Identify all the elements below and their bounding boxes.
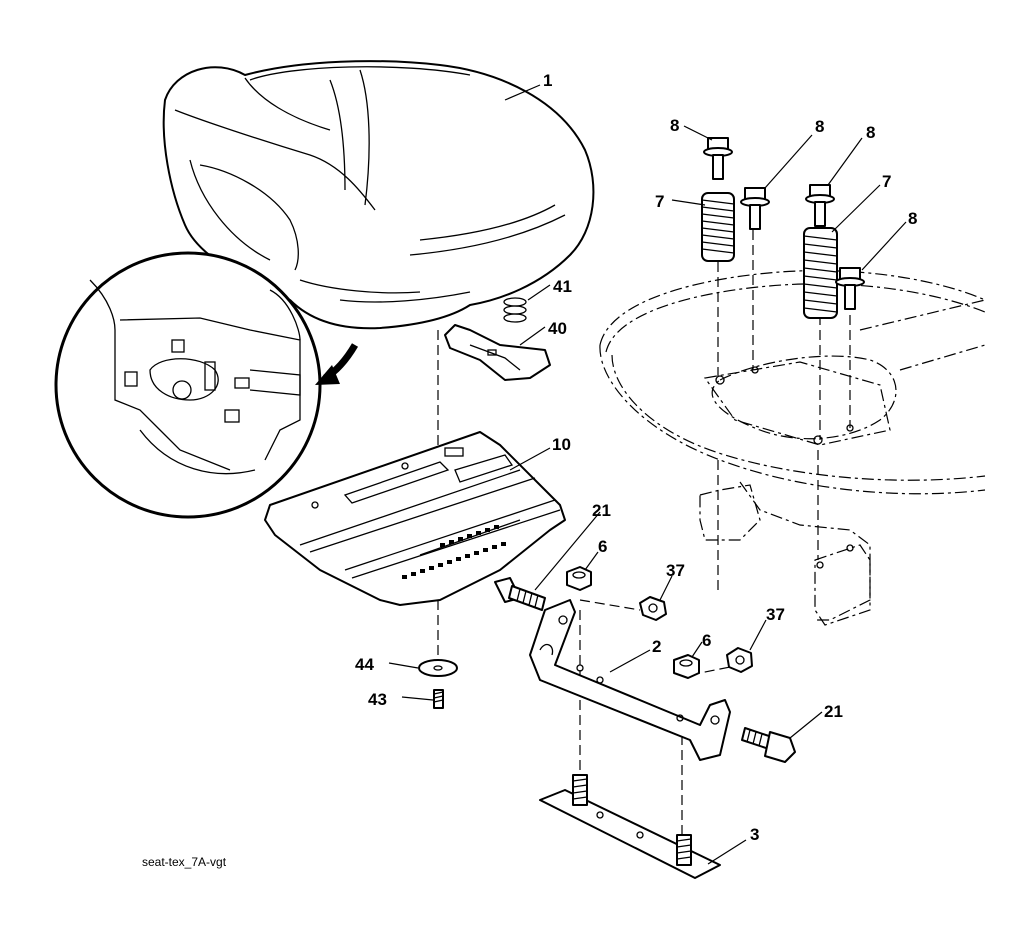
callout-37-a: 37 bbox=[666, 561, 685, 580]
callout-7-a: 7 bbox=[655, 192, 664, 211]
bolt-part-21-right bbox=[741, 727, 796, 763]
callout-40: 40 bbox=[548, 319, 567, 338]
bolt-part-8-c bbox=[805, 184, 835, 227]
callout-6-b: 6 bbox=[702, 631, 711, 650]
callout-44: 44 bbox=[355, 655, 374, 674]
nut-part-6-upper bbox=[566, 566, 592, 591]
callout-7-b: 7 bbox=[882, 172, 891, 191]
bolt-part-21-left bbox=[494, 577, 546, 611]
nut-part-6-lower bbox=[673, 654, 700, 679]
leader-lines bbox=[388, 84, 907, 865]
callout-3: 3 bbox=[750, 825, 759, 844]
figure-caption: seat-tex_7A-vgt bbox=[142, 855, 227, 869]
callout-labels: 1 8 8 8 8 7 7 41 40 10 21 6 37 2 6 37 21… bbox=[355, 71, 917, 844]
spring-part-7-right bbox=[803, 227, 838, 319]
spring-part-41 bbox=[503, 297, 527, 323]
clip-part-40 bbox=[444, 324, 551, 381]
frame-outline bbox=[599, 270, 986, 626]
bolt-part-8-b bbox=[740, 187, 770, 230]
callout-8-c: 8 bbox=[866, 123, 875, 142]
callout-8-a: 8 bbox=[670, 116, 679, 135]
bolt-part-8-d bbox=[835, 267, 865, 310]
callout-8-b: 8 bbox=[815, 117, 824, 136]
callout-41: 41 bbox=[553, 277, 572, 296]
plate-part-3 bbox=[539, 774, 721, 879]
bolt-part-8-a bbox=[703, 137, 733, 180]
callout-2: 2 bbox=[652, 637, 661, 656]
callout-8-d: 8 bbox=[908, 209, 917, 228]
callout-21-a: 21 bbox=[592, 501, 611, 520]
spring-part-7-left bbox=[701, 192, 735, 262]
direction-arrow-icon bbox=[315, 343, 359, 385]
bolt-part-43 bbox=[433, 689, 444, 709]
callout-43: 43 bbox=[368, 690, 387, 709]
bracket-part-2 bbox=[529, 599, 731, 761]
callout-10: 10 bbox=[552, 435, 571, 454]
washer-part-44 bbox=[418, 659, 458, 677]
nut-part-37-lower bbox=[726, 647, 753, 673]
callout-21-b: 21 bbox=[824, 702, 843, 721]
seat-part-1 bbox=[162, 60, 595, 330]
callout-1: 1 bbox=[543, 71, 552, 90]
detail-inset bbox=[54, 251, 322, 519]
callout-6-a: 6 bbox=[598, 537, 607, 556]
nut-part-37-upper bbox=[639, 596, 667, 621]
seat-pan-part-10 bbox=[264, 431, 566, 606]
adjustment-slots bbox=[402, 525, 506, 579]
callout-37-b: 37 bbox=[766, 605, 785, 624]
